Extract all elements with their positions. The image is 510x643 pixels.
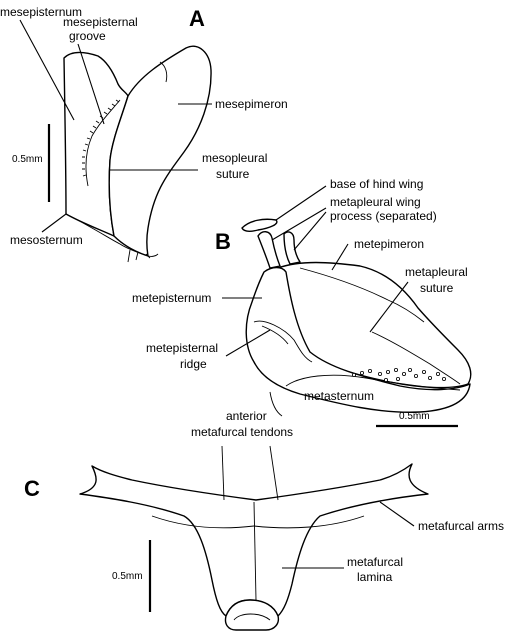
lamina-ridge <box>151 515 365 529</box>
leader-mesepisternal-groove <box>77 43 105 125</box>
label-wing-process-2: process (separated) <box>330 209 437 223</box>
label-mesosternum: mesosternum <box>10 233 83 247</box>
leader-mesepisternum <box>19 19 75 121</box>
mesepimeron-fold <box>159 61 168 83</box>
metafurca-foot <box>224 599 280 631</box>
metasternum-curve <box>269 391 283 417</box>
leader-metepimeron <box>331 243 349 271</box>
leader-metapleural-suture <box>369 281 409 333</box>
label-metapleural-suture-1: metapleural <box>405 265 468 279</box>
label-mesepisternal-groove-1: mesepisternal <box>63 15 138 29</box>
metapleural-suture-line <box>371 331 461 385</box>
panel-a-letter: A <box>189 6 205 31</box>
metasternum-edge <box>285 374 461 391</box>
groove-teeth <box>82 99 120 177</box>
label-mesopleural-suture-2: suture <box>216 167 250 181</box>
mesepisternal-groove-line <box>85 99 121 187</box>
scale-label-c: 0.5mm <box>112 571 143 582</box>
scale-label-b: 0.5mm <box>399 411 430 422</box>
midline <box>253 501 257 601</box>
label-metepisternum: metepisternum <box>132 291 211 305</box>
label-anterior-tendons-1: anterior <box>226 409 267 423</box>
leader-mesosternum <box>41 213 67 233</box>
panel-b: B <box>132 177 472 428</box>
tendon-right <box>269 445 279 501</box>
label-wing-process-1: metapleural wing <box>330 195 421 209</box>
label-metafurcal-arms: metafurcal arms <box>418 519 504 533</box>
leader-base-hind-wing <box>275 185 327 221</box>
label-mesepisternal-groove-2: groove <box>69 29 106 43</box>
label-mesopleural-suture-1: mesopleural <box>202 151 267 165</box>
metasternum-pores <box>351 367 446 382</box>
label-mesepimeron: mesepimeron <box>215 97 288 111</box>
metepisternal-ridge-line-2 <box>261 325 289 345</box>
mesepimeron-shape <box>108 45 212 257</box>
label-base-hind-wing: base of hind wing <box>330 177 423 191</box>
label-metepisternal-ridge-1: metepisternal <box>146 341 218 355</box>
metafurca-shape <box>79 463 429 617</box>
label-metepisternal-ridge-2: ridge <box>180 357 207 371</box>
mesosternum-tip <box>127 249 151 263</box>
label-metasternum: metasternum <box>304 389 374 403</box>
metepisternal-ridge-line <box>253 320 313 363</box>
leader-metepisternal-ridge <box>225 329 271 357</box>
label-mesepisternum: mesepisternum <box>0 5 82 19</box>
label-metafurcal-lamina-2: lamina <box>357 570 393 584</box>
metepisternum-shape <box>245 266 471 413</box>
hind-wing-base-shape <box>241 218 278 233</box>
leader-metafurcal-arms <box>379 501 415 527</box>
scale-label-a: 0.5mm <box>12 154 43 165</box>
mesosternum-edge <box>65 213 159 257</box>
label-anterior-tendons-2: metafurcal tendons <box>191 425 293 439</box>
label-metapleural-suture-2: suture <box>420 281 454 295</box>
panel-a: A mesepisternum mesepisternal groove mes… <box>0 5 288 263</box>
panel-c-letter: C <box>24 476 40 501</box>
panel-c: C anterior metafurcal tendons metafurcal… <box>24 409 504 631</box>
panel-b-letter: B <box>215 229 231 254</box>
tendon-left <box>221 445 225 501</box>
wing-process-right <box>283 231 301 265</box>
metepimeron-inner-line <box>299 267 425 323</box>
leader-wing-process-left <box>271 207 327 241</box>
metafurca-foot-inner <box>233 613 271 621</box>
leader-wing-process-right <box>293 211 327 251</box>
label-metepimeron: metepimeron <box>354 237 424 251</box>
wing-process-left <box>257 231 281 269</box>
label-metafurcal-lamina-1: metafurcal <box>347 555 403 569</box>
